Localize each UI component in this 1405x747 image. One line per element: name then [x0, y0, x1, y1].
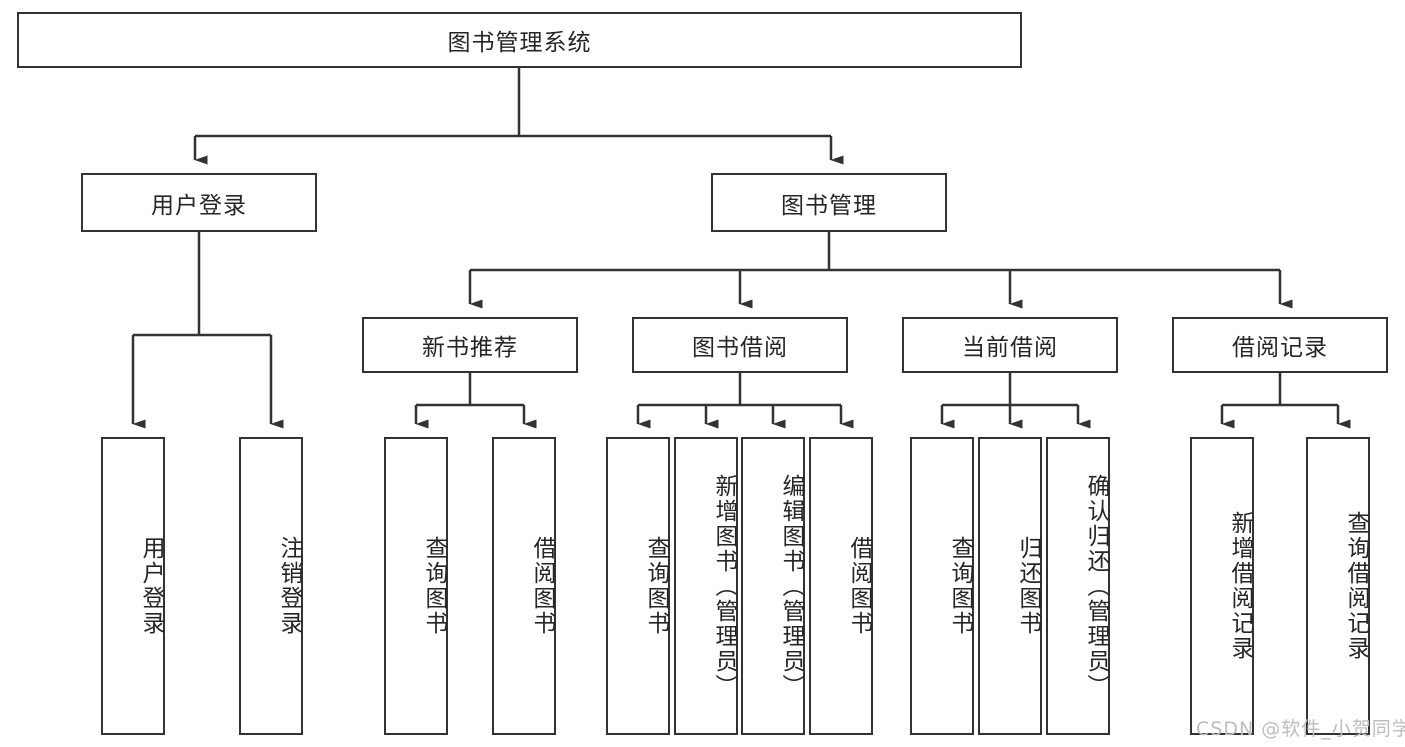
node-label: 借阅图书 — [846, 536, 872, 636]
edge-group-records — [1220, 373, 1351, 429]
node-label: 用户登录 — [151, 192, 247, 219]
node-label: 图书管理 — [781, 192, 877, 219]
edge-group-borrow — [636, 373, 854, 429]
leaf-add-borrowing-record[interactable]: 新增借阅记录 — [1190, 437, 1254, 735]
node-borrowing-records[interactable]: 借阅记录 — [1172, 317, 1388, 373]
leaf-query-books-borrow[interactable]: 查询图书 — [606, 437, 670, 735]
node-root-book-management-system[interactable]: 图书管理系统 — [17, 12, 1022, 68]
node-label: 查询图书 — [643, 536, 669, 636]
leaf-add-book-admin[interactable]: 新增图书（管理员） — [674, 437, 738, 735]
node-label: 编辑图书（管理员） — [778, 473, 804, 699]
leaf-borrow-books[interactable]: 借阅图书 — [809, 437, 873, 735]
leaf-user-login[interactable]: 用户登录 — [101, 437, 165, 735]
node-label: 查询图书 — [421, 536, 447, 636]
node-label: 借阅记录 — [1232, 335, 1328, 361]
node-book-borrowing[interactable]: 图书借阅 — [632, 317, 848, 373]
node-new-book-recommendation[interactable]: 新书推荐 — [362, 317, 578, 373]
node-label: 查询借阅记录 — [1343, 511, 1369, 661]
node-label: 图书管理系统 — [447, 30, 592, 56]
leaf-return-books[interactable]: 归还图书 — [978, 437, 1042, 735]
leaf-borrow-books-new[interactable]: 借阅图书 — [492, 437, 556, 735]
node-label: 查询图书 — [947, 536, 973, 636]
node-label: 确认归还（管理员） — [1083, 473, 1109, 699]
edge-group-book-manage — [468, 232, 1293, 309]
node-label: 借阅图书 — [529, 536, 555, 636]
edge-group-root — [193, 68, 844, 165]
edge-group-new-books — [414, 373, 537, 429]
node-label: 当前借阅 — [962, 335, 1058, 361]
node-label: 新增借阅记录 — [1227, 511, 1253, 661]
node-label: 图书借阅 — [692, 335, 788, 361]
node-book-management[interactable]: 图书管理 — [711, 173, 947, 232]
edge-group-current-borrow — [940, 373, 1091, 429]
leaf-confirm-return-admin[interactable]: 确认归还（管理员） — [1046, 437, 1110, 735]
node-label: 用户登录 — [138, 536, 164, 636]
node-label: 新增图书（管理员） — [711, 473, 737, 699]
leaf-query-borrowing-record[interactable]: 查询借阅记录 — [1306, 437, 1370, 735]
node-current-borrowing[interactable]: 当前借阅 — [902, 317, 1118, 373]
edge-group-user-login — [131, 232, 284, 429]
node-label: 新书推荐 — [422, 335, 518, 361]
leaf-edit-book-admin[interactable]: 编辑图书（管理员） — [741, 437, 805, 735]
node-label: 归还图书 — [1015, 536, 1041, 636]
watermark: CSDN @软件_小贺同学 — [1196, 718, 1405, 740]
leaf-logout[interactable]: 注销登录 — [239, 437, 303, 735]
node-label: 注销登录 — [276, 536, 302, 636]
leaf-query-books-new[interactable]: 查询图书 — [384, 437, 448, 735]
node-user-login[interactable]: 用户登录 — [81, 173, 317, 232]
leaf-query-books-current[interactable]: 查询图书 — [910, 437, 974, 735]
